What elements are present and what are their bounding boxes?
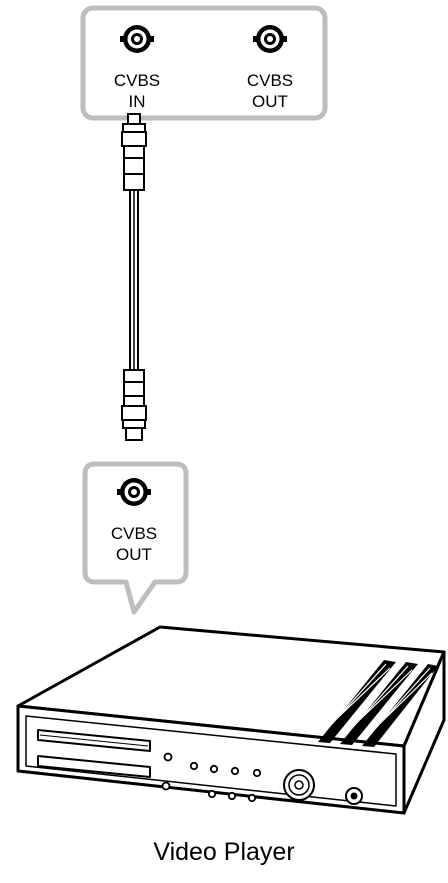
cvbs-in-label-line1: CVBS	[114, 71, 160, 90]
cvbs-in-label-line2: IN	[129, 92, 146, 111]
power-button-icon	[345, 787, 363, 805]
navigation-pad-icon	[283, 769, 315, 801]
player-cvbs-out-label-line2: OUT	[116, 545, 152, 564]
display-port-panel: CVBS IN CVBS OUT	[80, 5, 328, 121]
cvbs-out-label-line1: CVBS	[247, 71, 293, 90]
player-cvbs-out-label-line1: CVBS	[111, 524, 157, 543]
bnc-cable-icon	[121, 113, 147, 441]
cvbs-out-port-display[interactable]: CVBS OUT	[247, 25, 293, 111]
video-player-icon	[16, 625, 446, 815]
player-port-callout: CVBS OUT	[82, 461, 189, 615]
player-cvbs-out-port[interactable]: CVBS OUT	[111, 478, 157, 564]
device-caption: Video Player	[153, 838, 295, 866]
cvbs-out-label-line2: OUT	[252, 92, 288, 111]
cvbs-in-port[interactable]: CVBS IN	[114, 25, 160, 111]
